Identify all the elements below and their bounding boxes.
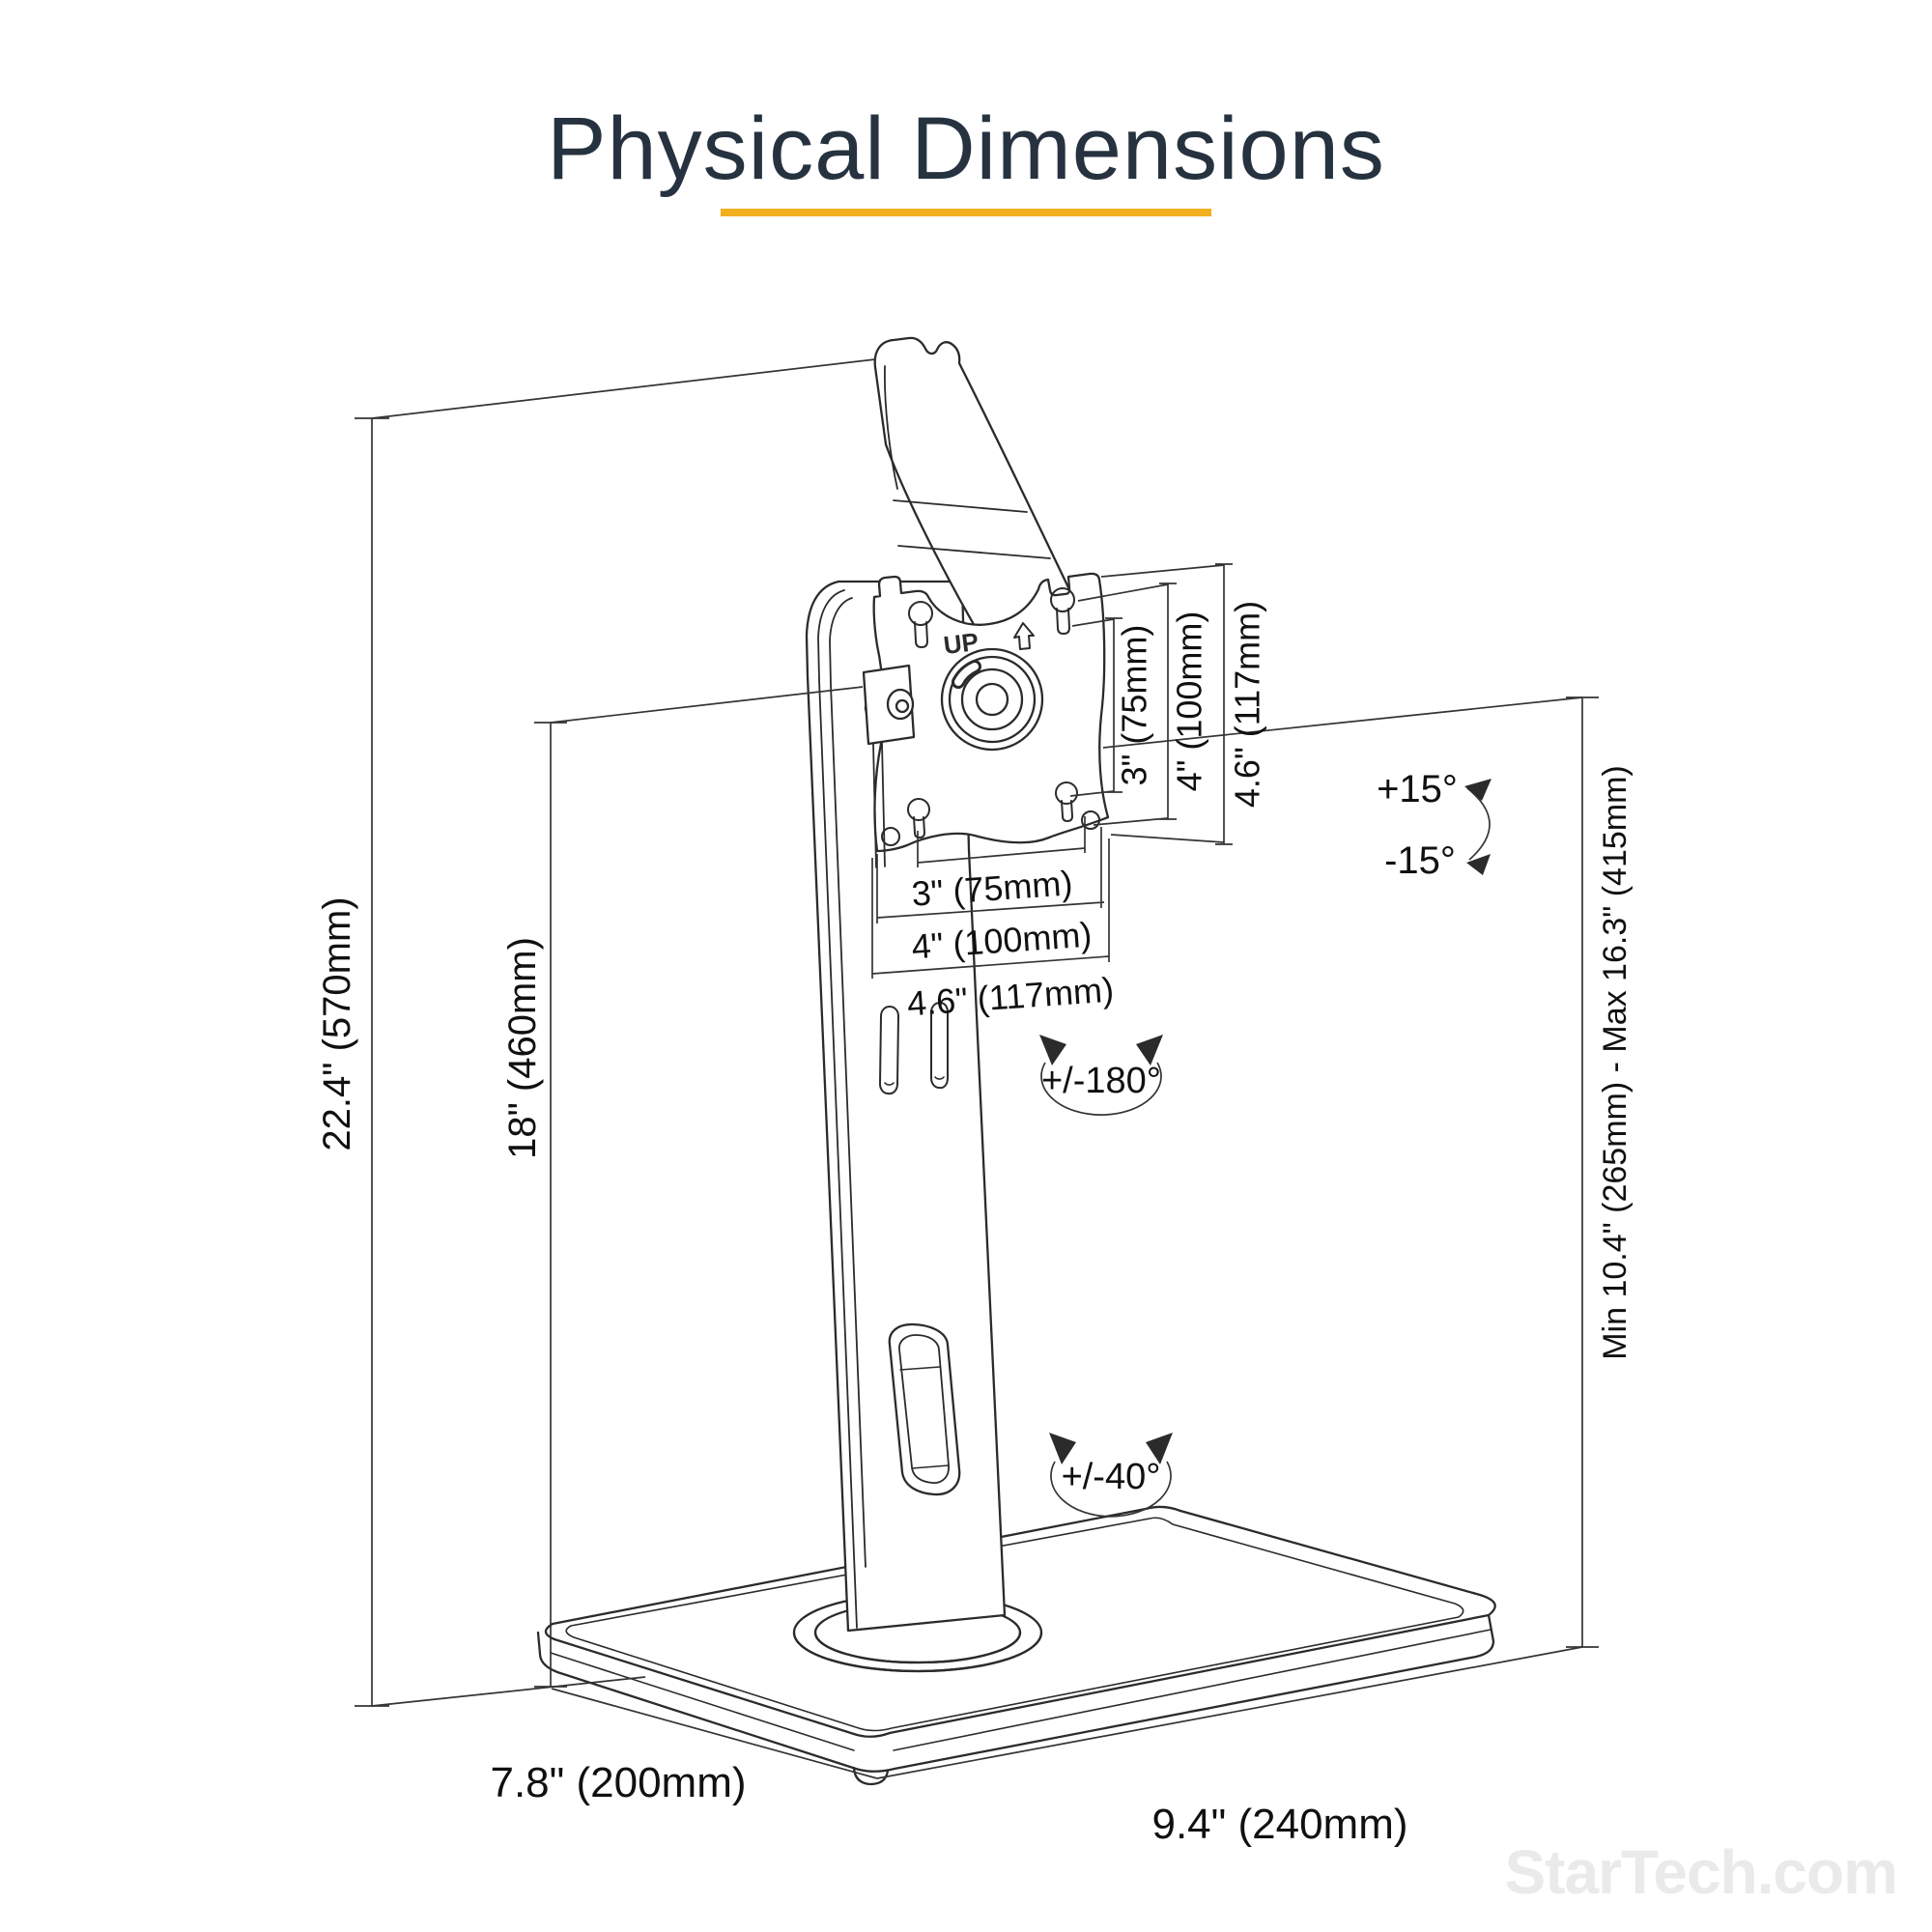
keyhole-top-left-slot [914, 621, 928, 648]
stand-base [536, 1505, 1496, 1786]
angle-annotations [1039, 779, 1492, 1518]
vesa-keyholes [881, 587, 1100, 846]
pan-arc-arrows [1039, 1035, 1163, 1065]
column-edge-line-1 [817, 589, 858, 1629]
keyhole-bottom-right [1055, 781, 1078, 805]
vesa-100-vertical-line [1077, 582, 1177, 826]
latch-boss [886, 688, 915, 721]
hub-mid-ring [960, 668, 1024, 731]
keyhole-bottom-left-slot [913, 816, 925, 838]
base-depth-line [551, 1688, 878, 1779]
keyhole-bottom-left [907, 798, 930, 821]
total-height-label: 22.4" (570mm) [316, 896, 358, 1151]
recess-front-rim-outer [792, 1631, 1043, 1673]
dimension-annotations [355, 358, 1599, 1779]
hub-center-hole [975, 682, 1009, 717]
pole-height-line [534, 722, 567, 1688]
hub-arc-slot-fill [954, 663, 979, 686]
cable-hole-outer [888, 1322, 961, 1496]
latch-boss-hole [895, 698, 910, 714]
base-dimensions [551, 1646, 1583, 1779]
vesa-100-height-label: 4" (100mm) [1170, 611, 1209, 792]
base-inset-line [565, 1517, 1464, 1732]
monitor-stand-drawing: UP [536, 336, 1496, 1786]
height-range-line [1566, 696, 1599, 1648]
vesa-117-vertical-line [1100, 563, 1233, 845]
floor-line [371, 1676, 646, 1707]
tilt-down-label: -15° [1384, 839, 1456, 882]
page-title: Physical Dimensions [547, 99, 1385, 198]
tilt-up-label: +15° [1377, 768, 1458, 810]
cable-hole-chords [899, 1366, 950, 1469]
base-top-surface [544, 1505, 1496, 1738]
rail-slot-inner-arcs [884, 1076, 945, 1086]
up-marking-label: UP [942, 627, 980, 660]
vesa-75-height-label: 3" (75mm) [1115, 625, 1154, 786]
height-range-ext-top [1102, 696, 1583, 749]
height-range-label: Min 10.4" (265mm) - Max 16.3" (415mm) [1597, 765, 1634, 1360]
total-height-ext-top [371, 358, 876, 419]
column-body [805, 580, 1007, 1633]
swivel-range-label: +/-40° [1062, 1457, 1161, 1497]
column-edge-line-2 [829, 597, 867, 1568]
pole-height-label: 18" (460mm) [501, 937, 544, 1159]
base-edge-highlight [550, 1629, 1492, 1751]
base-width-label: 9.4" (240mm) [1151, 1801, 1407, 1848]
stand-column [792, 580, 1043, 1673]
hub-second-ring [948, 655, 1037, 744]
base-bottom-edge [536, 1613, 1495, 1773]
base-depth-label: 7.8" (200mm) [490, 1759, 746, 1806]
pan-arc [1040, 1062, 1162, 1116]
vesa-height-dimensions [1069, 563, 1233, 845]
keyhole-top-right [1050, 587, 1075, 612]
tilt-arc-arrows [1464, 779, 1492, 875]
tilt-arc [1466, 787, 1491, 861]
handle-seams [893, 499, 1051, 559]
column-rail-slot-right [930, 1002, 949, 1090]
startech-watermark: StarTech.com [1505, 1837, 1898, 1907]
hub-outer-ring [940, 647, 1044, 752]
vesa-117-height-label: 4.6" (117mm) [1228, 601, 1267, 808]
height-dimensions [355, 358, 876, 1707]
handle-inner-line [883, 365, 898, 490]
total-height-line [355, 417, 389, 1707]
vesa-117-width-line [871, 838, 1110, 979]
up-arrow-icon [1013, 622, 1035, 650]
plate-hub [940, 647, 1044, 752]
corner-hole-left [881, 827, 900, 846]
corner-hole-right [1081, 810, 1100, 830]
vesa-width-dimensions [871, 816, 1110, 979]
keyhole-top-left [908, 601, 933, 626]
column-rail-slot-left [879, 1006, 899, 1095]
vesa-plate: UP [872, 572, 1110, 853]
release-latch [862, 664, 916, 868]
swivel-arc-arrows [1049, 1433, 1173, 1464]
vesa-100-width-line [876, 827, 1105, 923]
base-width-line [876, 1646, 1583, 1779]
recess-front-rim-inner [813, 1631, 1022, 1664]
keyhole-bottom-right-slot [1061, 800, 1073, 822]
vesa-75-width-line [917, 816, 1086, 867]
keyhole-top-right-slot [1056, 608, 1070, 635]
vesa-75-vertical-line [1069, 617, 1122, 797]
title-accent-underline [721, 209, 1211, 216]
swivel-arc [1050, 1461, 1172, 1518]
latch-pins [872, 742, 886, 868]
pan-range-label: +/-180° [1041, 1061, 1161, 1101]
pole-height-ext-top [550, 686, 864, 724]
